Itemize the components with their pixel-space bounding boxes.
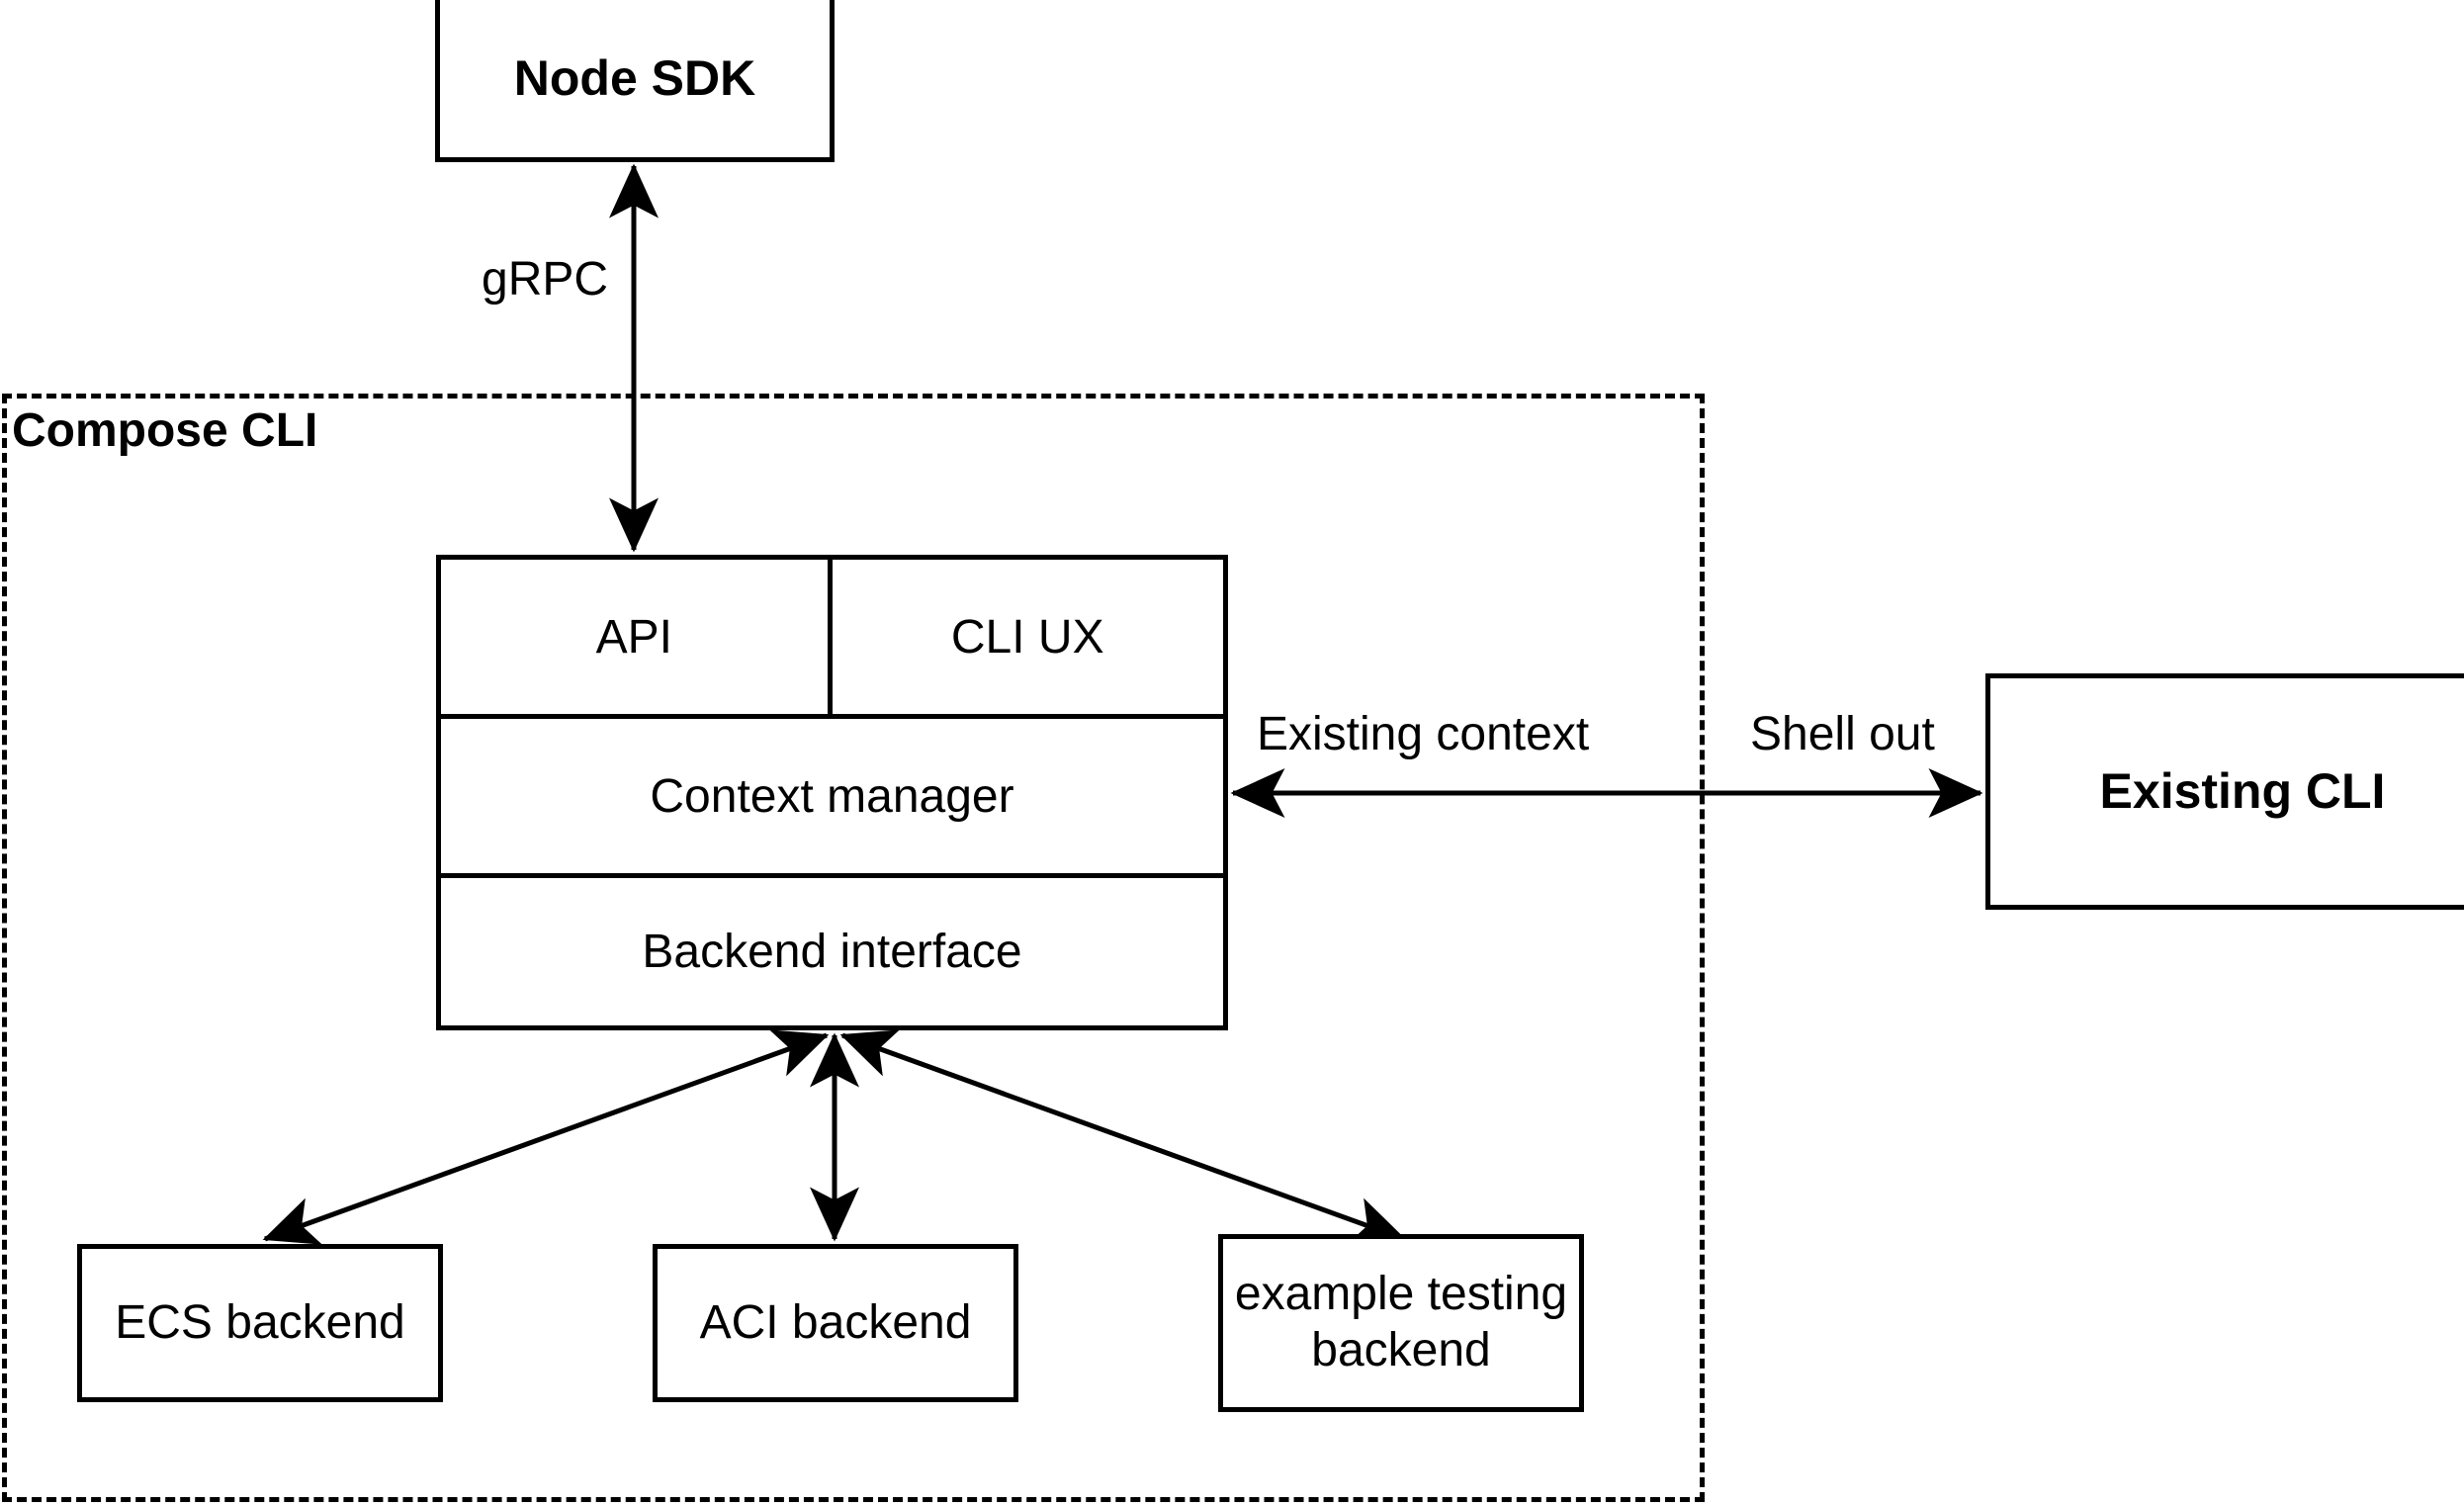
example-testing-backend-label-line2: backend [1311, 1324, 1491, 1376]
cli-ux-cell[interactable]: CLI UX [833, 560, 1224, 714]
compose-cli-boundary [2, 394, 1705, 1502]
context-manager-cell[interactable]: Context manager [441, 719, 1223, 878]
aci-backend-box[interactable]: ACI backend [653, 1244, 1018, 1402]
node-sdk-box[interactable]: Node SDK [435, 0, 835, 162]
edge-label-grpc: gRPC [482, 253, 609, 306]
edge-ecs [262, 1029, 830, 1245]
ecs-backend-box[interactable]: ECS backend [77, 1244, 443, 1402]
api-cell[interactable]: API [441, 560, 833, 714]
edge-label-shell-out: Shell out [1750, 708, 1935, 760]
example-testing-backend-label-line1: example testing [1234, 1268, 1568, 1321]
edge-label-existing-context: Existing context [1257, 708, 1590, 760]
node-sdk-label: Node SDK [513, 49, 756, 106]
backend-interface-cell[interactable]: Backend interface [441, 878, 1223, 1025]
compose-cli-core-block: API CLI UX Context manager Backend inter… [436, 555, 1228, 1030]
backend-interface-label: Backend interface [642, 926, 1022, 978]
core-row-top: API CLI UX [441, 560, 1223, 719]
cli-ux-label: CLI UX [950, 610, 1104, 664]
context-manager-label: Context manager [650, 769, 1014, 823]
compose-cli-label: Compose CLI [12, 404, 318, 457]
aci-backend-label: ACI backend [699, 1295, 972, 1349]
existing-cli-box[interactable]: Existing CLI [1985, 673, 2464, 910]
example-testing-backend-box[interactable]: example testing backend [1218, 1234, 1584, 1412]
ecs-backend-label: ECS backend [115, 1295, 405, 1349]
existing-cli-label: Existing CLI [2099, 763, 2386, 819]
edge-example [839, 1029, 1407, 1245]
api-label: API [595, 610, 672, 664]
